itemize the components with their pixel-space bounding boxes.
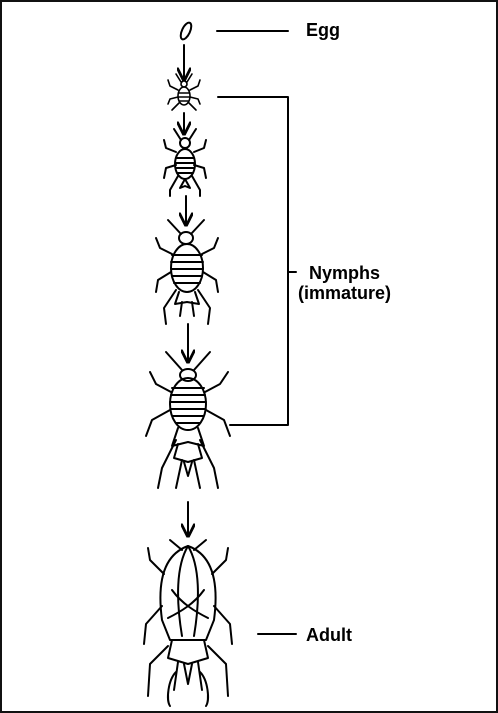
- adult-illustration: [144, 540, 232, 706]
- nymphs-label-line2: (immature): [298, 283, 391, 303]
- egg-label: Egg: [306, 20, 340, 40]
- nymph-3-illustration: [156, 220, 218, 324]
- nymphs-label: Nymphs (immature): [298, 263, 391, 303]
- nymph-4-illustration: [146, 352, 230, 488]
- nymph-2-illustration: [164, 129, 206, 196]
- adult-label: Adult: [306, 625, 352, 645]
- egg-illustration: [179, 21, 194, 41]
- nymphs-bracket: [218, 97, 288, 425]
- nymphs-label-line1: Nymphs: [298, 263, 391, 283]
